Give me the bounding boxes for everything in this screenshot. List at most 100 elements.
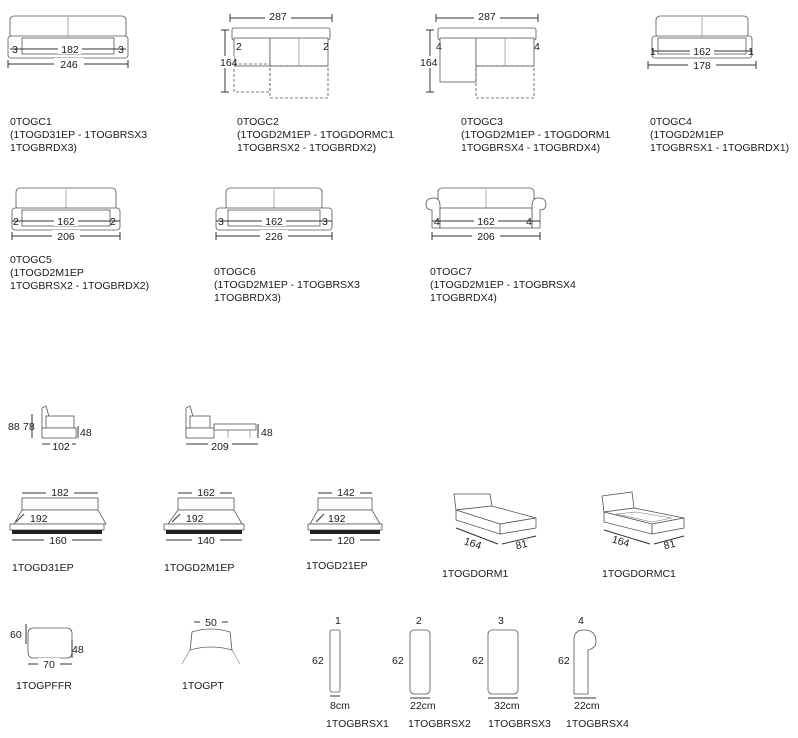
armrest-3-drawing: 3 62 xyxy=(472,615,519,699)
product-components: (1TOGD31EP - 1TOGBRSX3 xyxy=(10,129,148,141)
bed-width-dim: 182 xyxy=(51,487,69,499)
pouf-width-dim: 70 xyxy=(43,659,55,671)
sofa-arm-dim: 2 xyxy=(13,216,19,228)
sofa-0togc4-drawing: 162 1 1 178 xyxy=(647,15,757,70)
mattress-length-dim: 192 xyxy=(328,513,346,525)
product-code: 0TOGC7 xyxy=(430,266,472,278)
product-code: 1TOGBRSX1 xyxy=(326,718,389,730)
product-components: 1TOGBRDX3) xyxy=(214,292,281,304)
side-view-closed: 88 78 48 102 xyxy=(8,405,92,453)
armrest-height-dim: 62 xyxy=(472,655,484,667)
pouf-depth-dim: 60 xyxy=(10,629,22,641)
product-components: (1TOGD2M1EP - 1TOGDORM1 xyxy=(461,129,611,141)
pouf-height-dim: 48 xyxy=(72,644,84,656)
bed-base-dim: 120 xyxy=(337,535,355,547)
product-components: 1TOGBRSX2 - 1TOGBRDX2) xyxy=(237,142,377,154)
chaise-width-dim: 81 xyxy=(514,538,528,553)
chaise-1togdormc1-drawing: 164 81 xyxy=(601,491,685,553)
sofa-0togc5-label: 0TOGC5 (1TOGD2M1EP 1TOGBRSX2 - 1TOGBRDX2… xyxy=(10,254,149,293)
sofa-arm-dim: 1 xyxy=(748,46,754,58)
bed-1togd31ep-drawing: 182 192 160 xyxy=(9,486,107,547)
sofa-overall-dim: 287 xyxy=(478,11,496,23)
seat-height-dim: 48 xyxy=(261,427,273,439)
side-view-open: 48 209 xyxy=(185,405,273,453)
sofa-seat-dim: 162 xyxy=(57,216,75,228)
sofa-arm-dim: 2 xyxy=(110,216,116,228)
sofa-arm-dim: 4 xyxy=(436,41,442,53)
sofa-overall-dim: 206 xyxy=(477,231,495,242)
sofa-0togc3-drawing: 287 164 4 4 xyxy=(418,10,540,99)
bed-base-dim: 160 xyxy=(49,535,67,547)
sofa-arm-dim: 4 xyxy=(526,216,532,228)
armrest-width-dim: 22cm xyxy=(410,700,436,712)
sofa-arm-dim: 3 xyxy=(218,216,224,228)
product-code: 0TOGC3 xyxy=(461,116,503,128)
armrest-4-drawing: 4 62 xyxy=(558,615,597,699)
sofa-0togc7-label: 0TOGC7 (1TOGD2M1EP - 1TOGBRSX4 1TOGBRDX4… xyxy=(430,266,576,305)
height-dim: 88 xyxy=(8,421,20,433)
sofa-overall-dim: 206 xyxy=(57,231,75,242)
sofa-arm-dim: 4 xyxy=(434,216,440,228)
product-components: (1TOGD2M1EP xyxy=(650,129,724,141)
sofa-overall-dim: 246 xyxy=(60,59,78,70)
product-code: 1TOGDORM1 xyxy=(442,568,509,580)
sofa-0togc1-drawing: 182 3 3 246 xyxy=(7,15,129,70)
bed-width-dim: 142 xyxy=(337,487,355,499)
product-code: 0TOGC2 xyxy=(237,116,279,128)
bed-base-dim: 140 xyxy=(197,535,215,547)
armrest-height-dim: 62 xyxy=(312,655,324,667)
mattress-length-dim: 192 xyxy=(30,513,48,525)
armrest-width-dim: 8cm xyxy=(330,700,350,712)
sofa-overall-dim: 226 xyxy=(265,231,283,242)
armrest-height-dim: 62 xyxy=(558,655,570,667)
product-components: (1TOGD2M1EP - 1TOGBRSX4 xyxy=(430,279,576,291)
sofa-0togc2-label: 0TOGC2 (1TOGD2M1EP - 1TOGDORMC1 1TOGBRSX… xyxy=(237,116,394,155)
armrest-height-dim: 62 xyxy=(392,655,404,667)
armrest-number: 2 xyxy=(416,615,422,627)
product-code: 1TOGDORMC1 xyxy=(602,568,676,580)
chaise-width-dim: 81 xyxy=(662,538,676,553)
bed-1togd21ep-drawing: 142 192 120 xyxy=(307,486,383,547)
sofa-arm-dim: 1 xyxy=(650,46,656,58)
sofa-0togc2-drawing: 287 164 2 2 xyxy=(220,10,333,99)
product-code: 1TOGD2M1EP xyxy=(164,562,235,574)
product-code: 1TOGPT xyxy=(182,680,224,692)
product-code: 0TOGC5 xyxy=(10,254,52,266)
depth-dim: 102 xyxy=(52,441,70,453)
pillow-width-dim: 50 xyxy=(205,617,217,629)
product-components: 1TOGBRSX1 - 1TOGBRDX1) xyxy=(650,142,790,154)
sofa-arm-dim: 3 xyxy=(12,44,18,56)
product-components: 1TOGBRSX2 - 1TOGBRDX2) xyxy=(10,280,150,292)
pillow-drawing: 50 xyxy=(181,616,241,665)
sofa-seat-dim: 162 xyxy=(477,216,495,228)
sofa-overall-dim: 287 xyxy=(269,11,287,23)
armrest-number: 4 xyxy=(578,615,584,627)
armrest-2-drawing: 2 62 xyxy=(392,615,431,699)
sofa-arm-dim: 3 xyxy=(322,216,328,228)
product-components: (1TOGD2M1EP - 1TOGBRSX3 xyxy=(214,279,360,291)
product-code: 1TOGPFFR xyxy=(16,680,72,692)
depth-dim: 209 xyxy=(211,441,229,453)
product-components: 1TOGBRDX3) xyxy=(10,142,77,154)
sofa-seat-dim: 162 xyxy=(265,216,283,228)
sofa-0togc4-label: 0TOGC4 (1TOGD2M1EP 1TOGBRSX1 - 1TOGBRDX1… xyxy=(650,116,789,155)
sofa-0togc5-drawing: 162 2 2 206 xyxy=(11,187,121,242)
chaise-length-dim: 164 xyxy=(611,534,631,550)
product-code: 0TOGC1 xyxy=(10,116,52,128)
armrest-width-dim: 32cm xyxy=(494,700,520,712)
product-code: 1TOGD21EP xyxy=(306,560,368,572)
product-code: 0TOGC4 xyxy=(650,116,692,128)
product-code: 1TOGBRSX2 xyxy=(408,718,471,730)
sofa-arm-dim: 2 xyxy=(236,41,242,53)
product-components: (1TOGD2M1EP - 1TOGDORMC1 xyxy=(237,129,394,141)
sofa-arm-dim: 3 xyxy=(118,44,124,56)
product-components: 1TOGBRDX4) xyxy=(430,292,497,304)
sofa-0togc6-label: 0TOGC6 (1TOGD2M1EP - 1TOGBRSX3 1TOGBRDX3… xyxy=(214,266,360,305)
sofa-depth-dim: 164 xyxy=(420,57,438,69)
product-code: 1TOGBRSX3 xyxy=(488,718,551,730)
product-components: (1TOGD2M1EP xyxy=(10,267,84,279)
chaise-1togdorm1-drawing: 164 81 xyxy=(453,493,537,553)
product-code: 1TOGD31EP xyxy=(12,562,74,574)
sofa-0togc3-label: 0TOGC3 (1TOGD2M1EP - 1TOGDORM1 1TOGBRSX4… xyxy=(461,116,610,155)
armrest-1-drawing: 1 62 xyxy=(312,615,341,697)
